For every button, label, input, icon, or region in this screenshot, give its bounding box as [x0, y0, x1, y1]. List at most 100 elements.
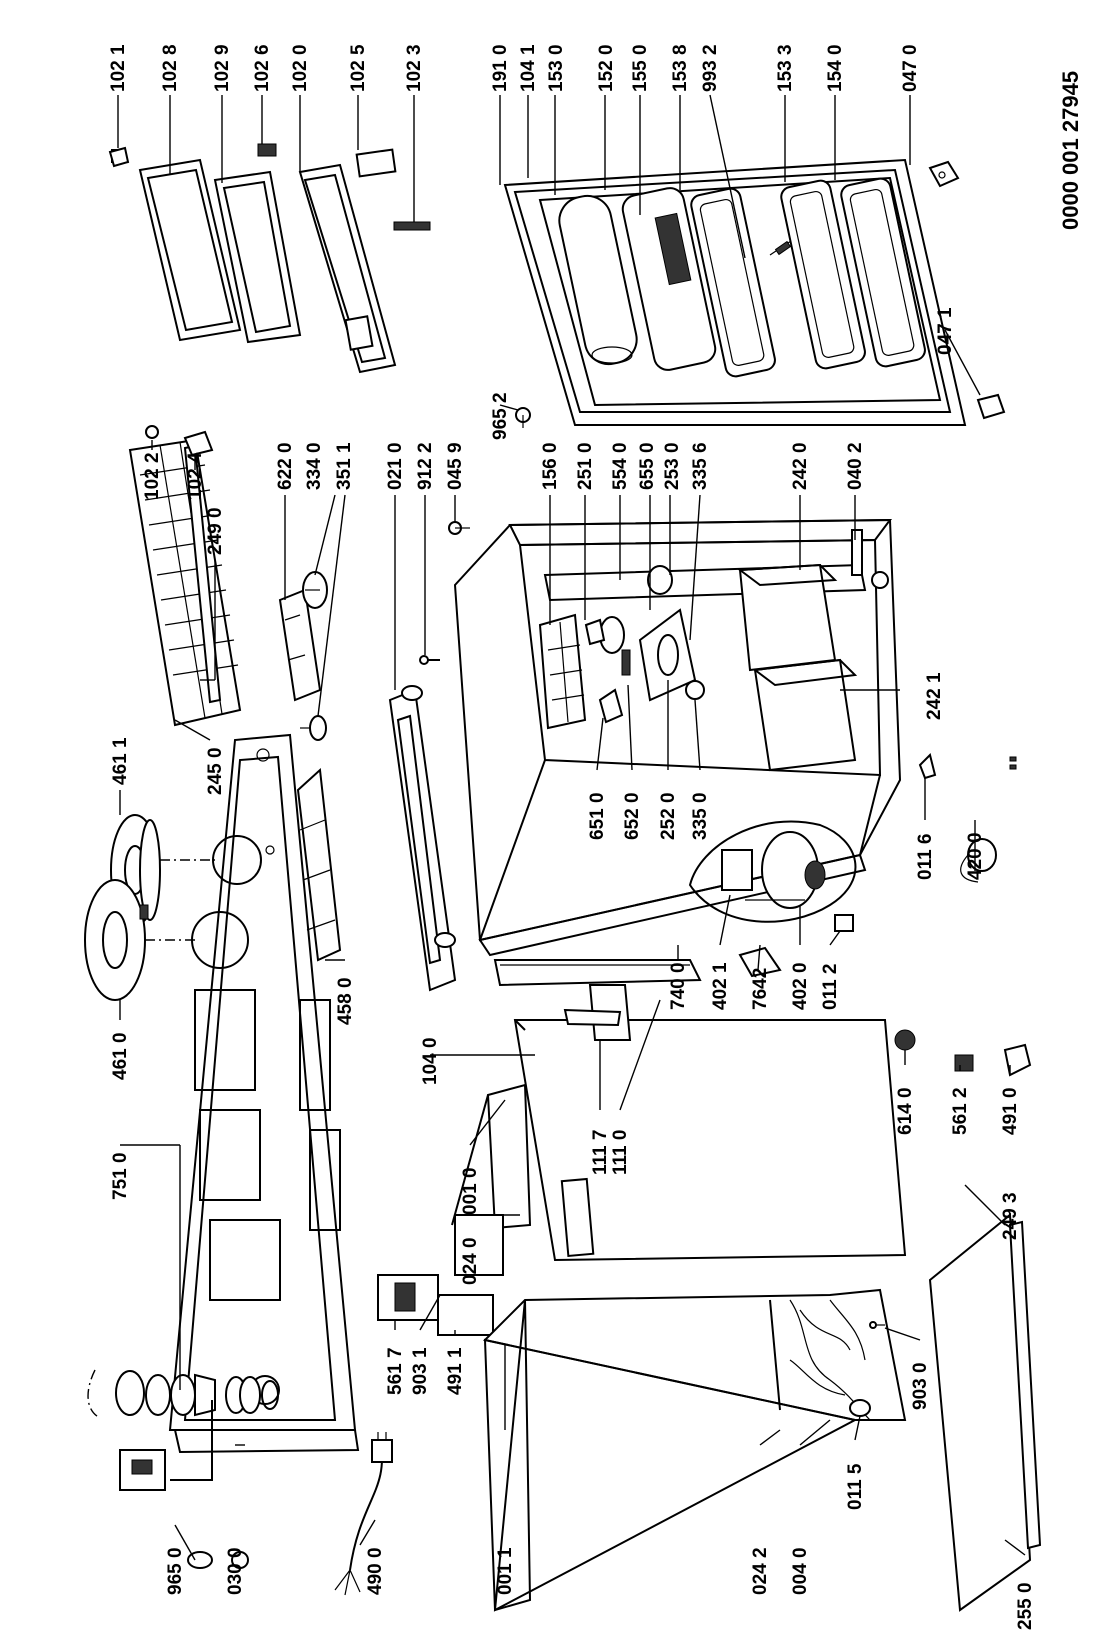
label-242-1: 242 1: [924, 672, 945, 720]
hinge-047-1: [976, 393, 1006, 420]
label-154-0: 154 0: [825, 44, 846, 92]
door-rack-153-3: [780, 179, 866, 370]
label-335-6: 335 6: [690, 442, 711, 490]
label-751-0: 751 0: [110, 1152, 131, 1200]
door-assembly: [503, 158, 1006, 428]
label-458-0: 458 0: [335, 977, 356, 1025]
label-912-2: 912 2: [415, 442, 436, 490]
label-011-5: 011 5: [845, 1463, 866, 1510]
label-156-0: 156 0: [540, 442, 561, 490]
part-102-4: [183, 430, 214, 457]
label-047-0: 047 0: [900, 44, 921, 92]
thermostat-622-0: [278, 588, 322, 702]
label-965-0: 965 0: [165, 1547, 186, 1595]
label-255-0: 255 0: [1015, 1582, 1036, 1630]
label-102-4: 102 4: [185, 452, 206, 500]
label-040-2: 040 2: [845, 442, 866, 490]
label-111-7: 111 7: [590, 1130, 611, 1175]
hinge-047-0: [928, 160, 960, 188]
label-001-0: 001 0: [460, 1167, 481, 1215]
small-parts-bottom: [894, 1029, 1032, 1077]
label-024-0: 024 0: [460, 1237, 481, 1285]
label-420-0: 420 0: [965, 832, 986, 880]
label-335-0: 335 0: [690, 792, 711, 840]
screw-903-0: [869, 1321, 885, 1329]
label-461-1: 461 1: [110, 737, 131, 785]
door-rack-153-8: [690, 187, 776, 378]
label-252-0: 252 0: [658, 792, 679, 840]
label-102-3: 102 3: [404, 44, 425, 92]
label-030-0: 030 0: [225, 1547, 246, 1595]
door-rack-153-0: [558, 194, 638, 366]
base-panel-255-0: [928, 1212, 1042, 1612]
label-251-0: 251 0: [575, 442, 596, 490]
label-491-1: 491 1: [445, 1347, 466, 1395]
hinge-040-2: [851, 529, 889, 589]
label-104-1: 104 1: [518, 44, 539, 92]
knob-assembly-751-0: [87, 1369, 279, 1491]
label-965-2: 965 2: [490, 392, 511, 440]
label-334-0: 334 0: [304, 442, 325, 490]
power-cord-490-0: [334, 1432, 393, 1596]
foot-965-0: [187, 1551, 249, 1569]
label-249-3: 249 3: [1000, 1192, 1021, 1240]
cabinet-body: [453, 518, 902, 957]
label-024-2: 024 2: [750, 1547, 771, 1595]
label-111-0: 111 0: [610, 1130, 631, 1175]
label-011-6: 011 6: [915, 834, 936, 881]
label-491-0: 491 0: [1000, 1087, 1021, 1135]
label-740-0: 740 0: [668, 962, 689, 1010]
label-402-0: 402 0: [790, 962, 811, 1010]
part-102-2: [145, 425, 159, 439]
label-655-0: 655 0: [637, 442, 658, 490]
label-153-0: 153 0: [546, 44, 567, 92]
top-panel-group: [108, 143, 431, 374]
label-993-2: 993 2: [700, 44, 721, 92]
support-458-0: [296, 767, 342, 962]
label-152-0: 152 0: [596, 44, 617, 92]
leader-lines: [117, 94, 1026, 1561]
label-021-0: 021 0: [385, 442, 406, 490]
screw-965-2: [515, 407, 531, 428]
reference-number: 0000 001 27945: [1058, 71, 1083, 230]
label-242-0: 242 0: [790, 442, 811, 490]
label-102-8: 102 8: [160, 44, 181, 92]
label-351-1: 351 1: [334, 442, 355, 490]
label-652-0: 652 0: [622, 792, 643, 840]
label-102-9: 102 9: [212, 44, 233, 92]
label-102-6: 102 6: [252, 44, 273, 92]
label-102-1: 102 1: [108, 44, 129, 92]
label-047-1: 047 1: [935, 307, 956, 355]
label-102-0: 102 0: [290, 44, 311, 92]
label-191-0: 191 0: [490, 44, 511, 92]
label-102-2: 102 2: [142, 452, 163, 500]
label-004-0: 004 0: [790, 1547, 811, 1595]
label-155-0: 155 0: [630, 44, 651, 92]
label-153-3: 153 3: [775, 44, 796, 92]
label-651-0: 651 0: [587, 792, 608, 840]
housing-004-0: [482, 1288, 907, 1612]
part-labels: 102 1 102 8 102 9 102 6 102 0 102 5 102 …: [108, 44, 1083, 1630]
label-903-0: 903 0: [910, 1362, 931, 1410]
label-554-0: 554 0: [610, 442, 631, 490]
lamp-351-1: [300, 715, 327, 741]
label-490-0: 490 0: [365, 1547, 386, 1595]
label-461-0: 461 0: [110, 1032, 131, 1080]
label-7642: 7642: [750, 968, 771, 1010]
door-rack-152-0: [621, 187, 717, 371]
lower-door-104-0: [451, 984, 907, 1276]
label-903-1: 903 1: [410, 1347, 431, 1395]
label-104-0: 104 0: [420, 1037, 441, 1085]
label-011-2: 011 2: [820, 964, 841, 1011]
label-045-9: 045 9: [445, 442, 466, 490]
label-622-0: 622 0: [275, 442, 296, 490]
worktop-030-0: [168, 733, 360, 1454]
grille-021-0: [388, 685, 457, 992]
compressor-group: [493, 820, 857, 987]
label-561-7: 561 7: [385, 1347, 406, 1395]
label-001-1: 001 1: [495, 1547, 516, 1595]
label-561-2: 561 2: [950, 1087, 971, 1135]
door-rack-154-0: [840, 177, 926, 368]
label-614-0: 614 0: [895, 1087, 916, 1135]
